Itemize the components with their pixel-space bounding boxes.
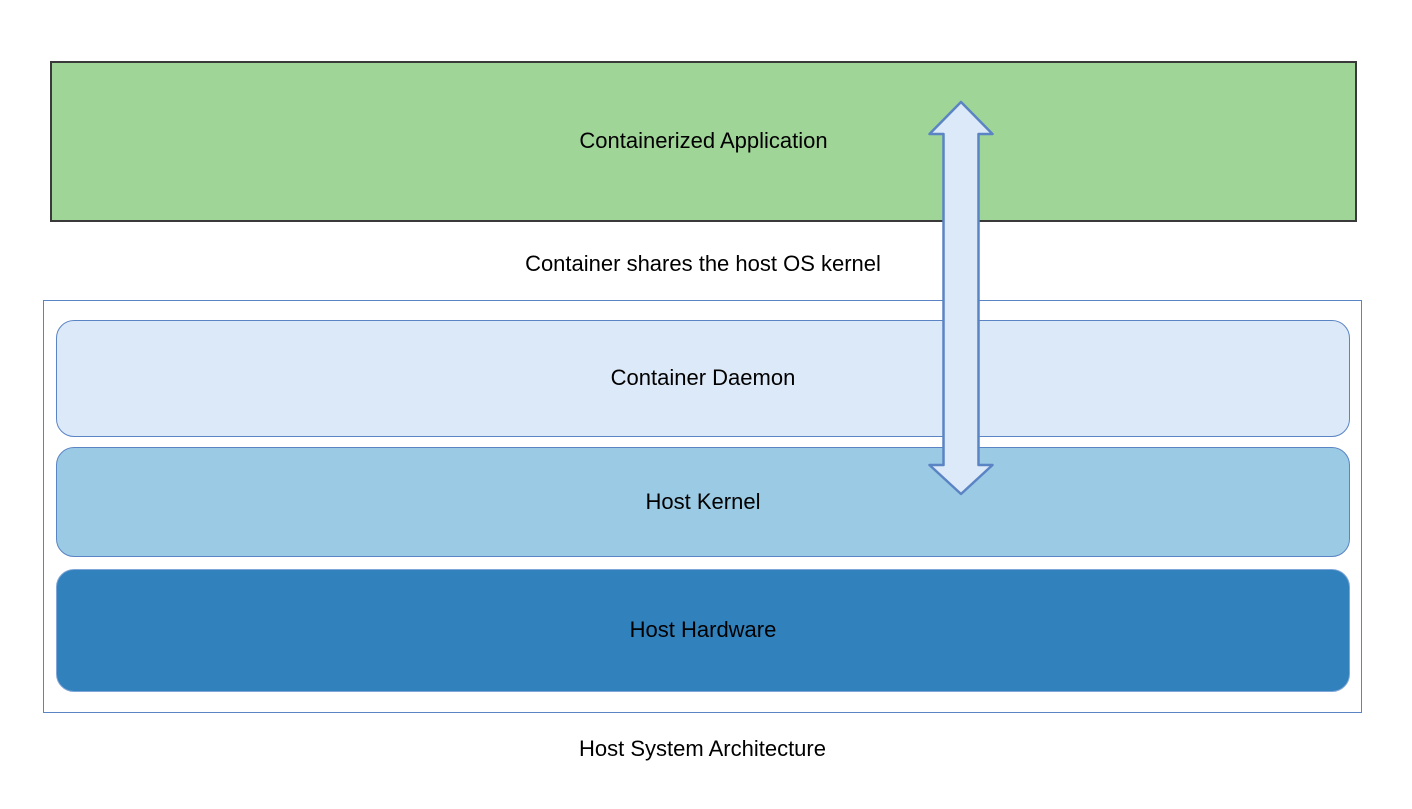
host-hardware-label: Host Hardware bbox=[629, 617, 777, 643]
diagram-caption: Host System Architecture bbox=[579, 736, 826, 761]
host-kernel-label: Host Kernel bbox=[645, 488, 761, 514]
containerized-application-label: Containerized Application bbox=[579, 128, 828, 154]
host-hardware-node: Host Hardware bbox=[56, 569, 1350, 692]
containerized-application-node: Containerized Application bbox=[50, 61, 1357, 222]
container-daemon-node: Container Daemon bbox=[56, 320, 1350, 437]
kernel-share-annotation: Container shares the host OS kernel bbox=[525, 251, 881, 276]
container-daemon-label: Container Daemon bbox=[610, 365, 796, 391]
double-arrow-icon bbox=[928, 100, 994, 496]
kernel-share-arrow bbox=[928, 100, 994, 496]
host-kernel-node: Host Kernel bbox=[56, 447, 1350, 557]
